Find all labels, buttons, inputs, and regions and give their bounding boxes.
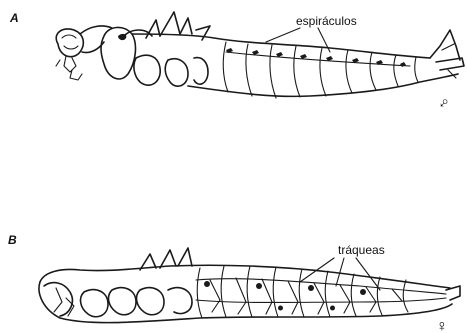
panel-a-callout-label: espiráculos [296, 14, 357, 28]
panel-a-larva-drawing [56, 12, 464, 98]
panel-b: B [8, 233, 460, 333]
panel-a-sex-symbol: ♂ [438, 94, 450, 111]
panel-b-sex-symbol: ♀ [436, 318, 448, 333]
panel-b-letter: B [8, 233, 17, 247]
panel-b-callout-label: tráqueas [338, 243, 385, 257]
panel-b-leader-line-2 [336, 258, 344, 286]
panel-b-leader-line-3 [356, 258, 380, 290]
panel-a-leader-line-1 [266, 28, 300, 42]
panel-a: A [9, 11, 464, 111]
panel-b-larva-drawing [39, 248, 460, 323]
panel-a-letter: A [9, 11, 19, 25]
panel-a-leader-line-2 [318, 28, 330, 52]
